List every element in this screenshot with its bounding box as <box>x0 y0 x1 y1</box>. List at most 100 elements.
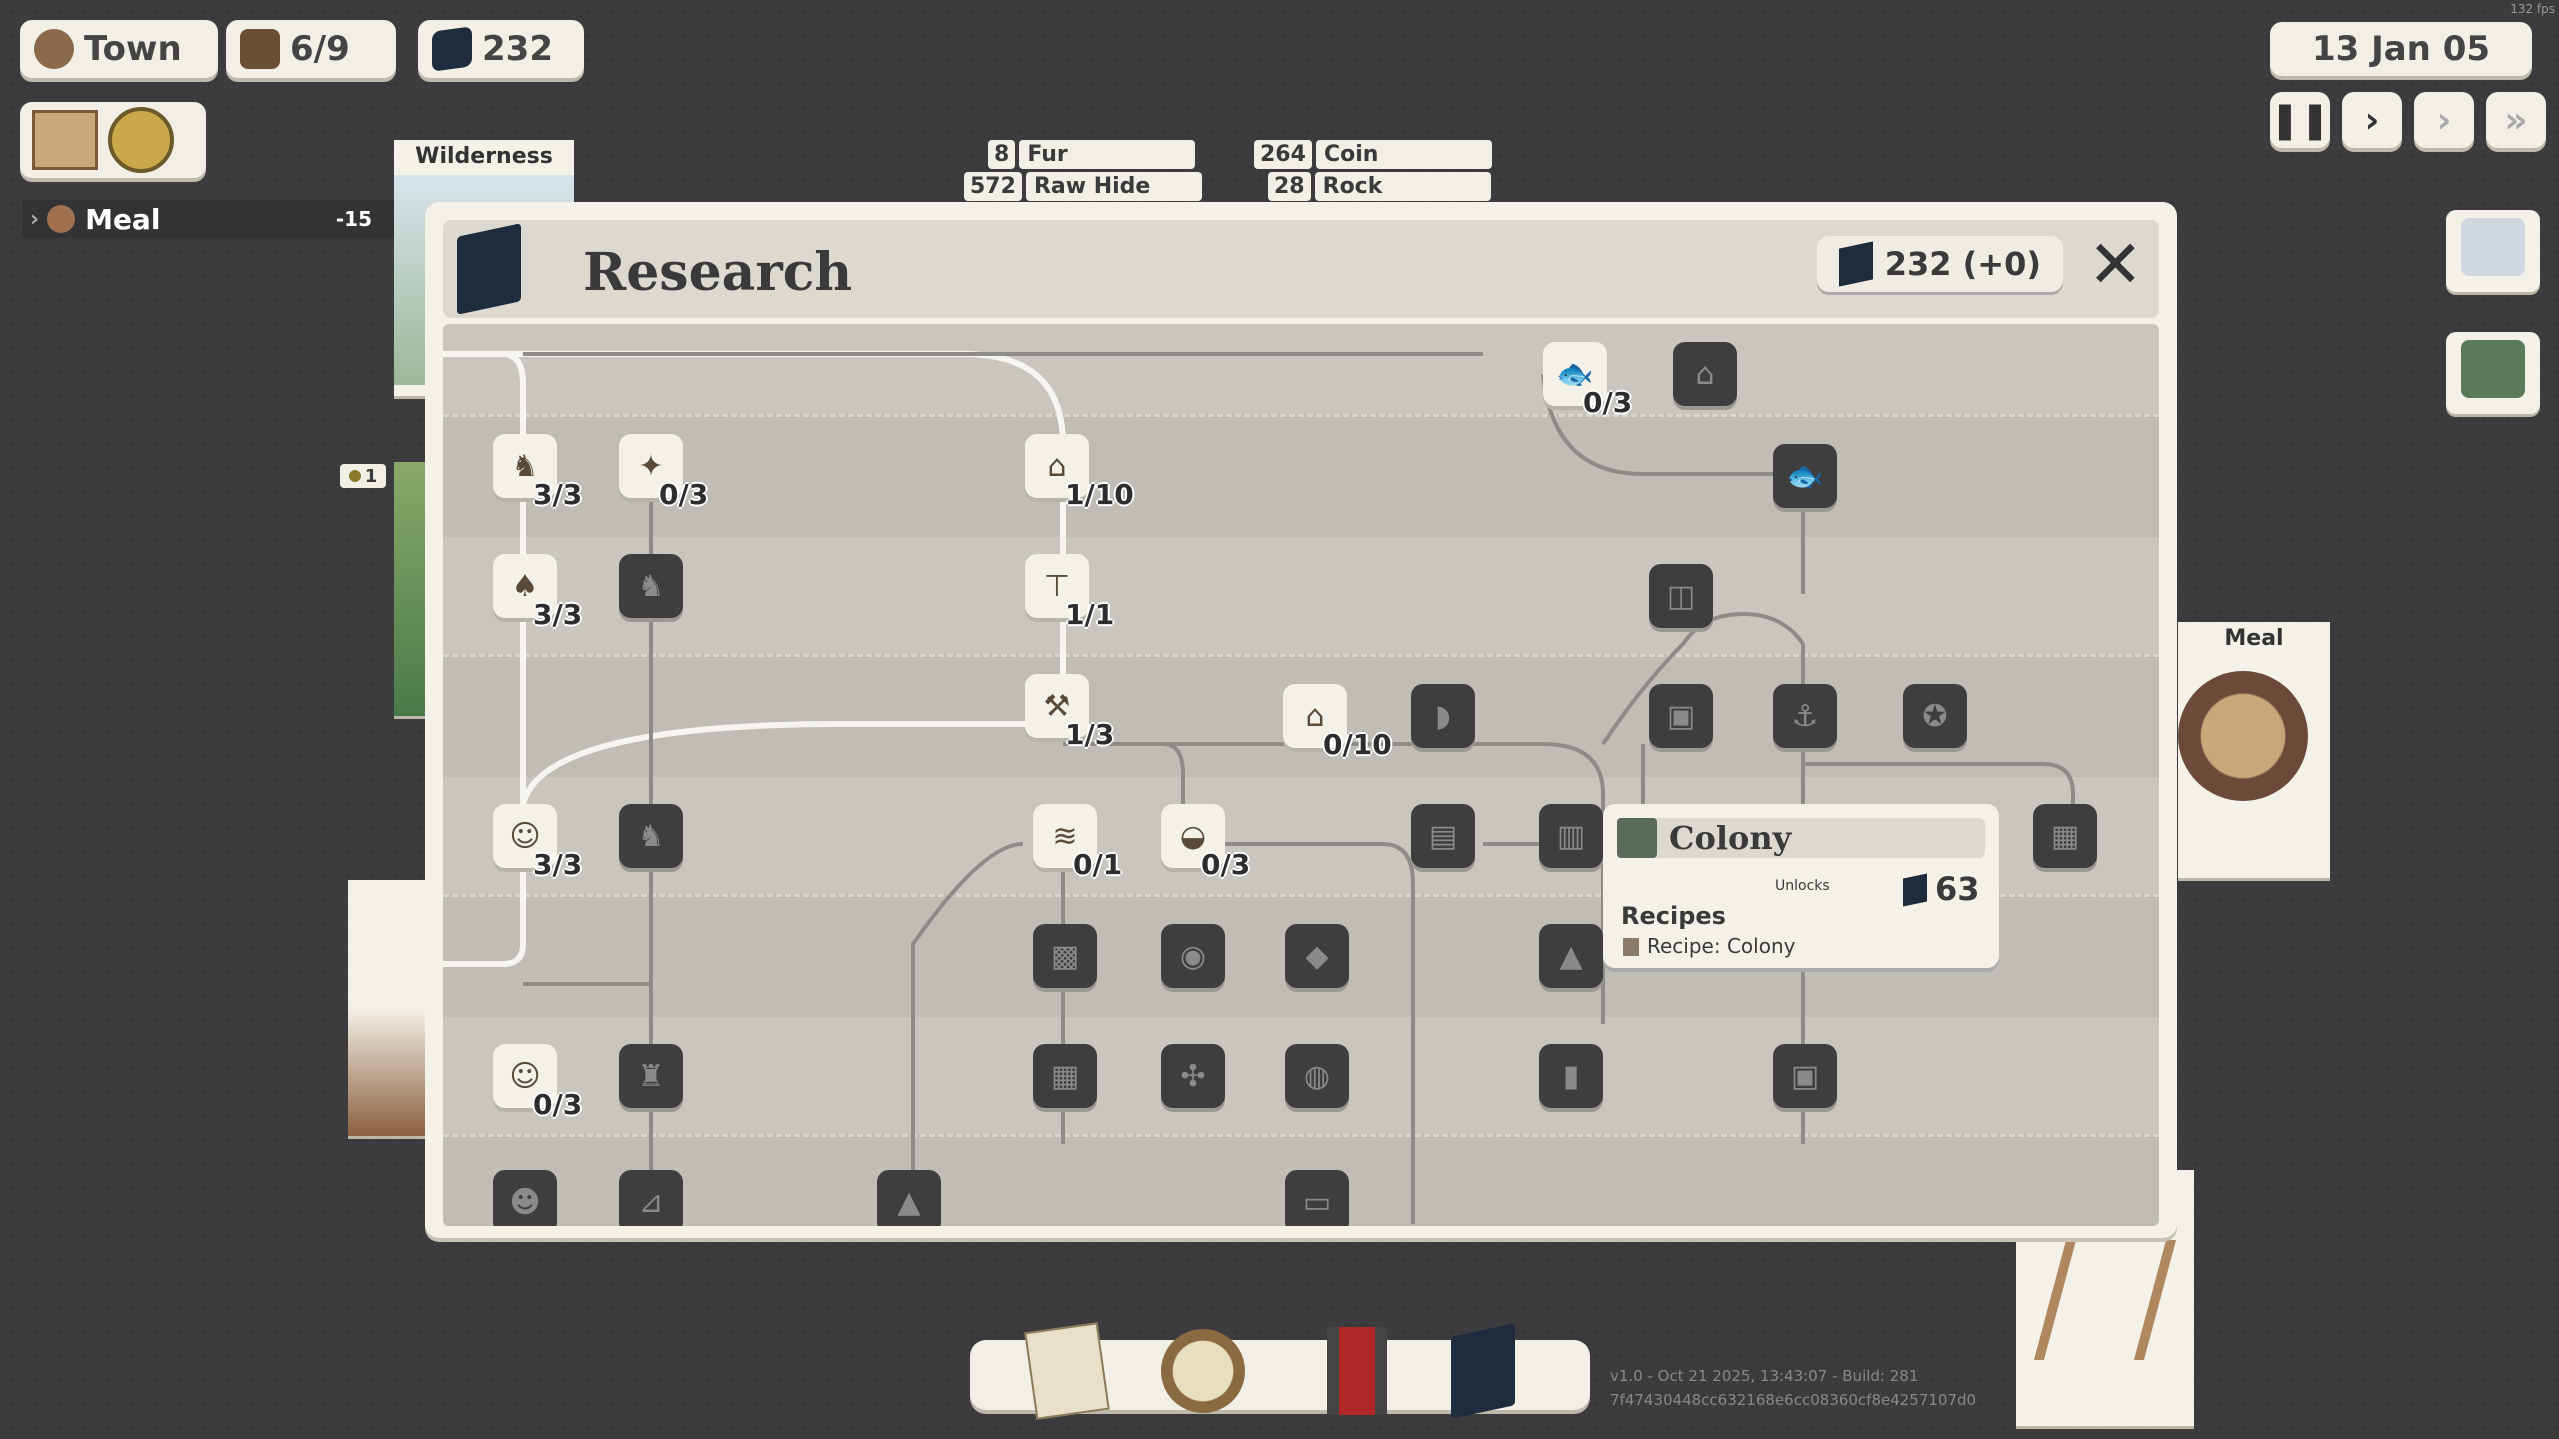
research-node-cottage[interactable]: ⌂0/10 <box>1283 684 1392 761</box>
build-info: v1.0 - Oct 21 2025, 13:43:07 - Build: 28… <box>1610 1364 1976 1412</box>
coin-small-icon <box>348 470 361 482</box>
kiln-icon: ◉ <box>1179 938 1207 974</box>
villager-icon <box>34 29 74 69</box>
research-node-thatched-house[interactable]: ⌂1/10 <box>1025 434 1134 511</box>
tavern-icon: ▤ <box>1428 818 1458 854</box>
research-node-manor[interactable]: ▦ <box>2033 804 2097 868</box>
house-icon: ⌂ <box>1047 448 1067 484</box>
gem-icon: ◆ <box>1305 938 1329 974</box>
research-tree[interactable]: 🐟0/3⌂♞3/3✦0/3⌂1/10🐟♠3/3♞⊤1/1◫⚒1/3⌂0/10◗▣… <box>443 324 2159 1226</box>
research-points-pill[interactable]: 232 <box>418 20 584 78</box>
research-node-crane[interactable]: ⊿ <box>619 1170 683 1226</box>
research-node-rider[interactable]: ♞ <box>619 804 683 868</box>
housing-pill[interactable]: 6/9 <box>226 20 396 78</box>
meal-icon <box>47 205 76 233</box>
settlement-pill[interactable]: Town <box>20 20 218 78</box>
version-line: v1.0 - Oct 21 2025, 13:43:07 - Build: 28… <box>1610 1367 1919 1385</box>
hut-icon: ⌂ <box>1695 356 1715 392</box>
snowman-card[interactable] <box>2446 210 2540 292</box>
research-node-ore[interactable]: ◍ <box>1285 1044 1349 1108</box>
tree-band <box>443 414 2159 537</box>
shop-icon: ▣ <box>1666 698 1696 734</box>
research-node-mine[interactable]: ◒0/3 <box>1161 804 1250 881</box>
research-node-soldier[interactable]: ☺0/3 <box>493 1044 582 1121</box>
research-node-windmill[interactable]: ✣ <box>1161 1044 1225 1108</box>
stool-icon: ⊤ <box>1043 568 1071 604</box>
house-icon <box>240 29 280 69</box>
meal-bowl-icon <box>2178 671 2308 801</box>
lodge-icon: ▲ <box>1559 938 1583 974</box>
close-icon[interactable]: ✕ <box>2087 226 2143 303</box>
banner-button[interactable] <box>1314 1326 1400 1416</box>
resource-count: 28 <box>1268 172 1311 201</box>
tooltip-item: Recipe: Colony <box>1647 934 1796 958</box>
tent-icon: ▲ <box>897 1184 921 1220</box>
cart-icon: ▭ <box>1302 1184 1332 1220</box>
side-card-creature[interactable] <box>348 880 434 1136</box>
research-node-kiln[interactable]: ◉ <box>1161 924 1225 988</box>
forest-card[interactable] <box>2446 332 2540 414</box>
research-node-forge[interactable]: ▣ <box>1773 1044 1837 1108</box>
research-node-hunter[interactable]: ☺3/3 <box>493 804 582 881</box>
research-node-deer[interactable]: ♠3/3 <box>493 554 582 631</box>
pause-button[interactable]: ❚❚ <box>2270 92 2330 148</box>
compass-icon: ✪ <box>1922 698 1948 734</box>
node-progress: 0/3 <box>1583 386 1633 419</box>
settlement-name: Town <box>84 29 182 69</box>
research-node-stool[interactable]: ⊤1/1 <box>1025 554 1114 631</box>
research-node-compass[interactable]: ✪ <box>1903 684 1967 748</box>
research-node-cave[interactable]: ◗ <box>1411 684 1475 748</box>
resource-row-1: 8 Fur <box>988 140 1196 169</box>
research-node-lodge[interactable]: ▲ <box>1539 924 1603 988</box>
blueprint-button[interactable] <box>1024 1322 1110 1420</box>
research-node-axe[interactable]: ⚒1/3 <box>1025 674 1114 751</box>
research-node-cart[interactable]: ▭ <box>1285 1170 1349 1226</box>
research-node-fishmonger[interactable]: 🐟 <box>1773 444 1837 508</box>
research-node-harbor[interactable]: ⚓ <box>1773 684 1837 748</box>
node-progress: 3/3 <box>533 598 583 631</box>
housing-count: 6/9 <box>290 29 350 69</box>
research-node-bird[interactable]: ✦0/3 <box>619 434 708 511</box>
meal-card[interactable]: Meal <box>2178 622 2330 878</box>
research-node-hare[interactable]: ♞3/3 <box>493 434 582 511</box>
hash-line: 7f47430448cc632168e6cc08360cf8e4257107d0 <box>1610 1391 1977 1409</box>
research-node-book[interactable]: ▮ <box>1539 1044 1603 1108</box>
research-node-fishing-hut[interactable]: ⌂ <box>1673 342 1737 406</box>
research-node-knight[interactable]: ♜ <box>619 1044 683 1108</box>
research-node-well[interactable]: ◫ <box>1649 564 1713 628</box>
storage-coin-pill[interactable] <box>20 102 206 178</box>
research-node-fish-trap[interactable]: 🐟0/3 <box>1543 342 1632 419</box>
stool-icon <box>2033 1240 2177 1360</box>
hunter-icon: ☺ <box>509 818 541 854</box>
node-progress: 0/10 <box>1323 728 1392 761</box>
meal-rate: -15 <box>335 207 372 231</box>
research-points-value: 232 (+0) <box>1884 245 2041 283</box>
research-node-tent[interactable]: ▲ <box>877 1170 941 1226</box>
research-node-gem[interactable]: ◆ <box>1285 924 1349 988</box>
node-progress: 1/3 <box>1065 718 1115 751</box>
meal-card-title: Meal <box>2224 626 2284 651</box>
research-node-barn[interactable]: ▦ <box>1033 1044 1097 1108</box>
research-node-horse[interactable]: ♞ <box>619 554 683 618</box>
sidebar-meal-row[interactable]: › Meal -15 <box>22 200 402 238</box>
resource-name: Fur <box>1019 140 1196 169</box>
blueprint-icon <box>1024 1322 1110 1420</box>
tooltip-title: Colony <box>1669 819 1792 857</box>
compass-button[interactable] <box>1160 1326 1246 1416</box>
colony-icon: ▥ <box>1556 818 1586 854</box>
research-node-workshop[interactable]: ▩ <box>1033 924 1097 988</box>
resource-name: Coin <box>1315 140 1492 169</box>
play-button[interactable]: › <box>2342 92 2402 148</box>
resource-count: 572 <box>964 172 1022 201</box>
resource-name: Raw Hide <box>1025 172 1202 201</box>
research-node-colony[interactable]: ▥ <box>1539 804 1603 868</box>
bottom-toolbar <box>970 1322 1590 1420</box>
research-node-guard[interactable]: ☻ <box>493 1170 557 1226</box>
notification-badge: 1 <box>340 464 386 488</box>
research-button[interactable] <box>1440 1323 1526 1419</box>
research-node-farm[interactable]: ≋0/1 <box>1033 804 1122 881</box>
research-node-tavern[interactable]: ▤ <box>1411 804 1475 868</box>
research-node-shop[interactable]: ▣ <box>1649 684 1713 748</box>
fast-button[interactable]: › <box>2414 92 2474 148</box>
fastest-button[interactable]: » <box>2486 92 2546 148</box>
